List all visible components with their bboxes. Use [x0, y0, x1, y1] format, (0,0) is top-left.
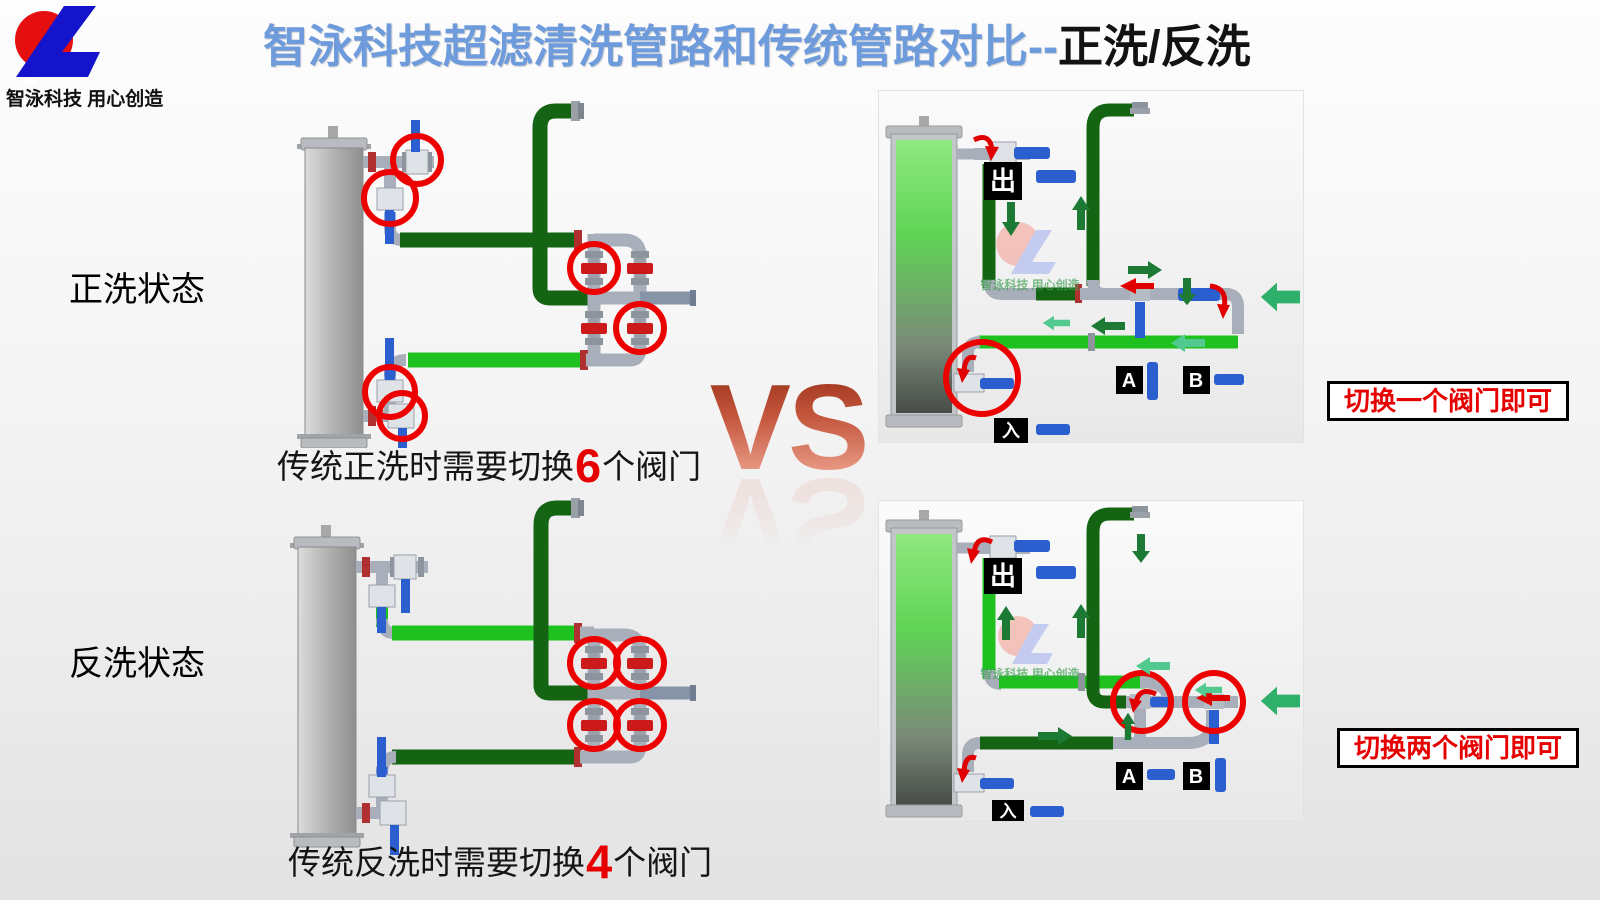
- valve-highlight-circles: [567, 636, 667, 752]
- traditional-backward-diagram: [290, 498, 696, 855]
- valve-b-label: B: [1189, 766, 1203, 788]
- inlet-label: 入: [1002, 421, 1020, 441]
- logo-tagline: 智泳科技 用心创造: [6, 89, 164, 110]
- valve-b-label-box: [1183, 762, 1210, 790]
- inlet-valve: [953, 754, 1014, 793]
- outlet-label-box: [984, 162, 1022, 200]
- valve-b-label: B: [1189, 370, 1203, 392]
- caption-post: 个阀门: [602, 448, 702, 485]
- vs-reflection: VS: [688, 453, 888, 589]
- smart-forward-diagram: 智泳科技 用心创造: [885, 102, 1300, 443]
- valve-highlight-circle: [943, 339, 1021, 417]
- blue-valves: [368, 554, 424, 855]
- inlet-label: 入: [1000, 802, 1017, 821]
- flow-arrows: [997, 534, 1300, 745]
- inlet-label-box: [994, 418, 1028, 443]
- title-highlight: 智泳科技超滤清洗管路和传统管路对比--: [263, 21, 1058, 72]
- smart-forward-callout: 切换一个阀门即可: [1327, 381, 1570, 421]
- valve-count: 6: [575, 439, 602, 492]
- valve-highlight-circle: [1110, 670, 1174, 734]
- outlet-valve: [972, 135, 1050, 165]
- membrane-vessel: [297, 126, 371, 448]
- valve-a-label: A: [1122, 370, 1136, 392]
- membrane-vessel: [885, 116, 963, 428]
- membrane-vessel: [290, 525, 364, 848]
- traditional-forward-diagram: [297, 101, 696, 448]
- valve-a-label-box: [1116, 366, 1143, 394]
- outlet-valve: [967, 535, 1050, 564]
- outlet-label: 出: [990, 561, 1016, 591]
- valve-a-label: A: [1122, 766, 1136, 788]
- caption-post: 个阀门: [613, 844, 713, 881]
- valve-highlight-circle: [1182, 670, 1246, 734]
- title-rest: 正洗/反洗: [1057, 21, 1251, 72]
- port-labels: 出 入 A B: [984, 162, 1244, 443]
- vs-text: VS VS: [688, 366, 888, 589]
- traditional-backward-caption: 传统反洗时需要切换4个阀门: [288, 836, 712, 885]
- page-title: 智泳科技超滤清洗管路和传统管路对比--正洗/反洗: [263, 10, 1251, 75]
- valve-b-label-box: [1183, 366, 1210, 394]
- valve-count: 4: [586, 835, 613, 888]
- traditional-forward-caption: 传统正洗时需要切换6个阀门: [277, 440, 701, 489]
- valve-highlight-circles: [361, 133, 667, 442]
- inlet-label-box: [992, 800, 1024, 821]
- outlet-label: 出: [990, 166, 1016, 196]
- caption-pre: 传统正洗时需要切换: [277, 448, 574, 485]
- port-labels: 出 入 A B: [984, 558, 1226, 821]
- outlet-label-box: [984, 558, 1022, 594]
- pipes: [957, 506, 1238, 789]
- smart-forward-panel: 智泳科技 用心创造: [878, 90, 1304, 443]
- caption-pre: 传统反洗时需要切换: [288, 844, 585, 881]
- watermark-text: 智泳科技 用心创造: [979, 666, 1080, 681]
- watermark: 智泳科技 用心创造: [979, 222, 1081, 292]
- inlet-valve: [943, 339, 1021, 417]
- smart-backward-panel: 智泳科技 用心创造: [878, 500, 1304, 822]
- membrane-vessel: [885, 510, 963, 818]
- valve-b: [1182, 670, 1246, 744]
- watermark-text: 智泳科技 用心创造: [979, 277, 1080, 292]
- valve-a-label-box: [1116, 762, 1143, 790]
- smart-backward-callout: 切换两个阀门即可: [1337, 728, 1580, 768]
- smart-backward-diagram: 智泳科技 用心创造: [885, 506, 1300, 821]
- company-logo-icon: [15, 4, 100, 84]
- valve-a: [1110, 670, 1174, 734]
- forward-wash-state-label: 正洗状态: [69, 271, 205, 309]
- valve-a: [1120, 278, 1154, 338]
- backward-wash-state-label: 反洗状态: [69, 645, 205, 683]
